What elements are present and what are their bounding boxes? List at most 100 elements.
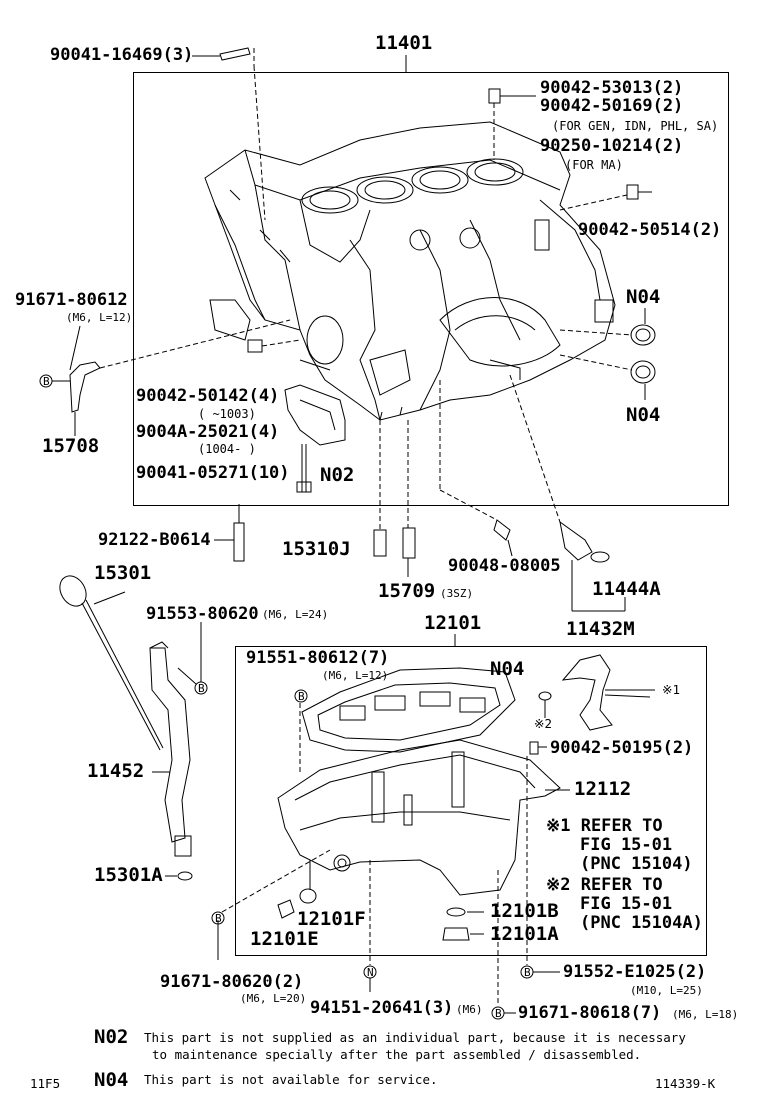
- label-plug-ab-note: (FOR GEN, IDN, PHL, SA): [552, 119, 719, 133]
- pan-group-title: 12101: [424, 612, 482, 634]
- label-bolt-flange: 91551-80612(7): [246, 648, 390, 668]
- marker-b-letter-bottom-right: B: [495, 1007, 502, 1020]
- label-stud: 90041-16469(3): [50, 45, 194, 65]
- pipe-drawing: [559, 520, 593, 561]
- marker-b-pan: [294, 689, 308, 703]
- label-bottom-bolt-a: 91671-80620(2): [160, 972, 304, 992]
- oil-pan-drawing: [277, 739, 561, 896]
- marker-n-letter: N: [367, 966, 374, 979]
- label-pipe: 11432M: [566, 618, 635, 640]
- gauge-handle: [59, 575, 87, 607]
- label-ref1-c: (PNC 15104): [580, 854, 693, 874]
- label-bolt-guide: 91553-80620: [146, 604, 259, 624]
- label-ref2-a: ※2 REFER TO: [546, 875, 663, 895]
- note-n04-code: N04: [94, 1069, 129, 1091]
- cylinder-block-frame: [133, 72, 729, 506]
- label-ref1-mark: ※1: [662, 682, 680, 697]
- sleeve-drawing: [233, 522, 245, 562]
- jet-drawing: [402, 527, 416, 559]
- label-n04-bottom: N04: [626, 404, 661, 426]
- marker-b-letter-left: B: [43, 375, 50, 388]
- label-gauge-oring: 15301A: [94, 864, 163, 886]
- label-pin: 9004A-25021(4): [136, 422, 280, 442]
- pan-plug: [529, 741, 539, 755]
- n04-seal-top: [630, 324, 656, 346]
- label-sleeve: 92122-B0614: [98, 530, 211, 550]
- label-gasket-f: 12101F: [297, 908, 366, 930]
- label-oring: 11444A: [592, 578, 661, 600]
- label-plug-c-note: (FOR MA): [565, 158, 623, 172]
- label-jet-note: (3SZ): [440, 587, 474, 600]
- label-stud-lower: 90041-05271(10): [136, 463, 290, 483]
- gasket-f-drawing: [299, 888, 317, 904]
- note-n04-text: This part is not available for service.: [144, 1072, 438, 1087]
- label-ref2-c: (PNC 15104A): [580, 913, 703, 933]
- label-n04-top: N04: [626, 286, 661, 308]
- label-gauge: 15301: [94, 562, 152, 584]
- label-bottom-bolt-c: 91671-80618(7): [518, 1003, 662, 1023]
- label-bottom-bolt-c-spec: (M6, L=18): [672, 1008, 739, 1021]
- label-pan-n04: N04: [490, 658, 525, 680]
- label-ref1-a: ※1 REFER TO: [546, 816, 663, 836]
- oil-pan-frame: [235, 646, 707, 956]
- label-bottom-bolt-b-spec: (M10, L=25): [630, 984, 703, 997]
- stud-drawing: [219, 47, 251, 61]
- label-drain-e: 12101E: [250, 928, 319, 950]
- label-plug-right: 90042-50514(2): [578, 220, 722, 240]
- label-pin-note: (1004- ): [198, 442, 256, 456]
- label-bottom-bolt-a-spec: (M6, L=20): [240, 992, 307, 1005]
- label-bolt-guide-spec: (M6, L=24): [262, 608, 329, 621]
- label-bolt-left-spec: (M6, L=12): [66, 311, 133, 324]
- strainer-drawing: [561, 654, 613, 731]
- n02-bearing-cap: [284, 384, 346, 446]
- marker-b-letter-bottom: B: [215, 912, 222, 925]
- sensor-drawing: [493, 519, 511, 541]
- label-nut: 94151-20641(3): [310, 998, 454, 1018]
- plug-lower: [247, 339, 263, 353]
- label-plug-a: 90042-53013(2): [540, 78, 684, 98]
- valve-drawing: [373, 529, 387, 557]
- strainer-oring: [538, 691, 552, 701]
- label-bolt-flange-spec: (M6, L=12): [322, 669, 389, 682]
- label-ref2-b: FIG 15-01: [580, 894, 673, 914]
- marker-b-letter-guide: B: [198, 682, 205, 695]
- plug-top: [488, 88, 501, 104]
- label-nut-spec: (M6): [456, 1003, 483, 1016]
- drain-a-drawing: [442, 927, 470, 941]
- footer-figure-id: 114339-K: [655, 1076, 716, 1091]
- label-plug-lower: 90042-50142(4): [136, 386, 280, 406]
- n04-seal-bottom: [630, 360, 656, 384]
- marker-b-letter-pan: B: [298, 690, 305, 703]
- label-plug-lower-note: ( ~1003): [198, 407, 256, 421]
- gasket-b-drawing: [446, 907, 466, 917]
- guide-drawing: [69, 361, 101, 413]
- note-n02-text-2: to maintenance specially after the part …: [152, 1047, 642, 1062]
- label-guide: 15708: [42, 435, 100, 457]
- label-plug-b: 90042-50169(2): [540, 96, 684, 116]
- drain-e-drawing: [277, 899, 295, 919]
- guide-tube-drawing: [149, 647, 191, 843]
- label-gasket-b: 12101B: [490, 900, 559, 922]
- note-n02-code: N02: [94, 1026, 129, 1048]
- label-plug-c: 90250-10214(2): [540, 136, 684, 156]
- label-ref2-mark: ※2: [534, 716, 552, 731]
- plug-right: [626, 184, 639, 200]
- label-n02: N02: [320, 464, 355, 486]
- block-group-title: 11401: [375, 32, 433, 54]
- note-n02-text-1: This part is not supplied as an individu…: [144, 1030, 686, 1045]
- footer-left-code: 11F5: [30, 1076, 61, 1091]
- label-guide-tube: 11452: [87, 760, 145, 782]
- label-valve: 15310J: [282, 538, 351, 560]
- cylinder-block-drawing: [204, 121, 616, 421]
- marker-b-bottom: [211, 911, 225, 925]
- oil-pan-upper-drawing: [301, 667, 516, 753]
- label-sensor: 90048-08005: [448, 556, 561, 576]
- marker-b-letter-pan-right: B: [524, 966, 531, 979]
- label-drain-a: 12101A: [490, 923, 559, 945]
- label-bottom-bolt-b: 91552-E1025(2): [563, 962, 707, 982]
- label-ref1-b: FIG 15-01: [580, 835, 673, 855]
- label-pan-no2: 12112: [574, 778, 632, 800]
- label-jet: 15709: [378, 580, 436, 602]
- label-pan-plug: 90042-50195(2): [550, 738, 694, 758]
